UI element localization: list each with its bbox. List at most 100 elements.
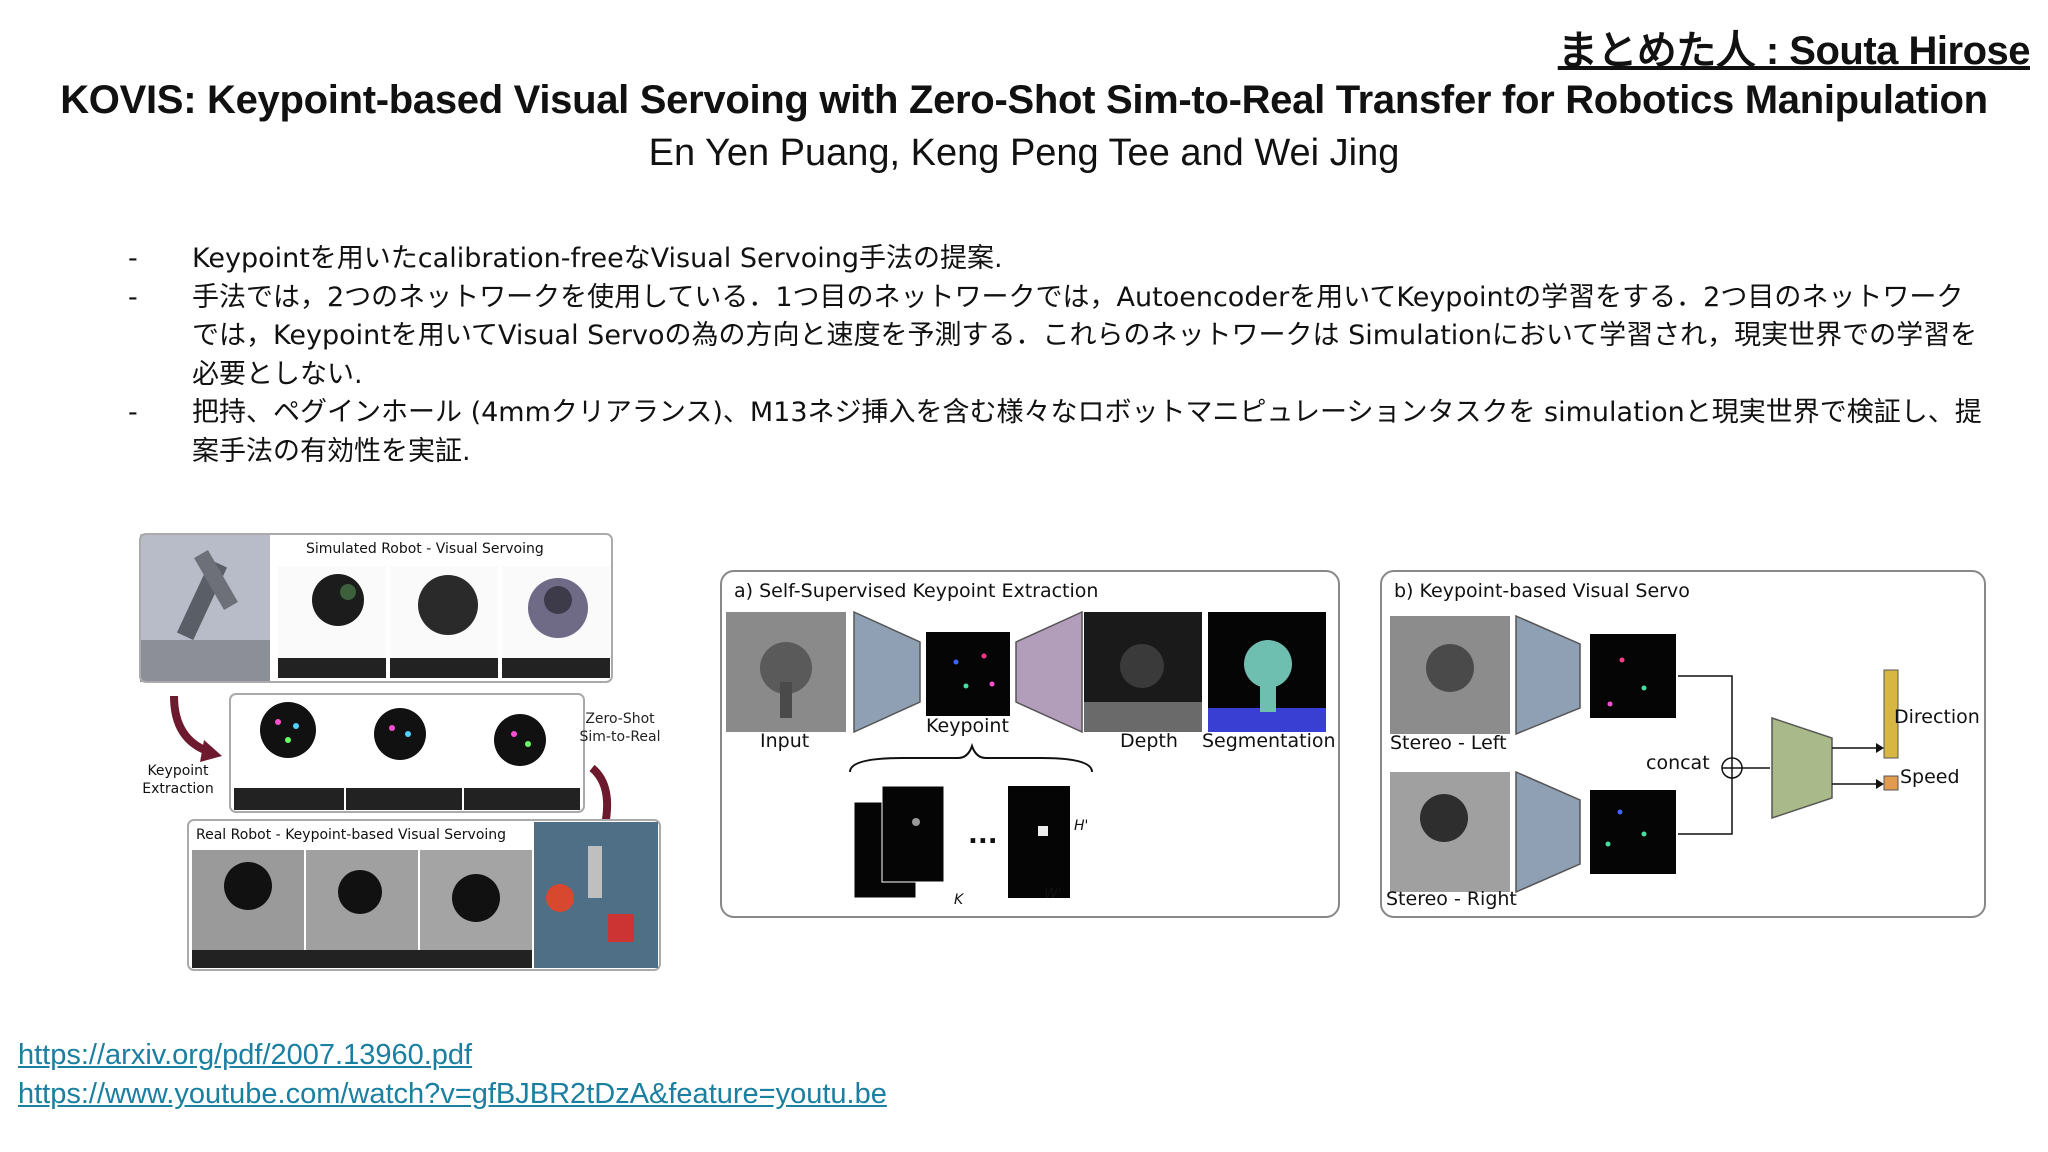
keypoint-extraction-label: Keypoint Extraction: [142, 762, 214, 798]
direction-output-bar: [1883, 669, 1899, 759]
keypoint-frame-1-ground: [234, 788, 344, 810]
keypoint-dot: [1641, 685, 1647, 691]
keypoint-dot: [389, 725, 395, 731]
right-concat-line: [1678, 776, 1733, 835]
heatmap-k: [1008, 786, 1070, 898]
keypoint-dot: [1619, 657, 1625, 663]
heatmap-w-label: W': [1044, 886, 1062, 902]
keypoint-dot: [293, 723, 299, 729]
depth-label: Depth: [1120, 730, 1178, 752]
direction-label: Direction: [1894, 706, 1980, 728]
segmentation-label: Segmentation: [1202, 730, 1336, 752]
stereo-left-label: Stereo - Left: [1390, 732, 1507, 754]
left-encoder-block: [1515, 614, 1581, 736]
sim-frames: [278, 566, 610, 678]
heatmap-h-label: H': [1074, 818, 1089, 834]
segmentation-object: [1244, 640, 1292, 688]
sim-robot-arm-upper: [194, 550, 238, 610]
right-encoder-block: [1515, 770, 1581, 894]
decoder-block: [1015, 610, 1083, 734]
keypoint-dot: [275, 719, 281, 725]
keypoint-frame-3-ground: [464, 788, 580, 810]
speed-arrowhead: [1876, 779, 1884, 789]
bullet-dash: -: [128, 281, 138, 313]
keypoint-frames: [234, 702, 580, 810]
sim-title-bg: [274, 538, 610, 564]
paper-authors: En Yen Puang, Keng Peng Tee and Wei Jing: [648, 132, 1400, 174]
keypoint-dot: [1605, 841, 1611, 847]
real-frames-ground: [192, 950, 532, 968]
real-robot-arm: [588, 846, 602, 898]
keypoint-dot: [953, 659, 959, 665]
reference-links: https://arxiv.org/pdf/2007.13960.pdf htt…: [18, 1036, 887, 1114]
input-object-stem: [780, 682, 792, 718]
real-robot-object: [546, 884, 574, 912]
zero-shot-text: Zero-Shot Sim-to-Real: [579, 711, 661, 745]
youtube-link[interactable]: https://www.youtube.com/watch?v=gfBJBR2t…: [18, 1078, 887, 1110]
overview-figure: Simulated Robot - Visual Servoing Keypoi…: [138, 530, 678, 975]
sim-ball-2: [418, 575, 478, 635]
encoder-block: [853, 610, 921, 734]
sim-ball-3-center: [544, 586, 572, 614]
sim-ball-highlight-1: [340, 584, 356, 600]
keypoint-dot: [1617, 809, 1623, 815]
keypoint-dot: [1641, 831, 1647, 837]
sim-robot-floor: [140, 640, 270, 682]
sim-panel-frame: [139, 533, 613, 683]
bullet-dash: -: [128, 397, 138, 428]
stereo-right-object: [1420, 794, 1468, 842]
bullet-item: - 把持、ペグインホール (4mmクリアランス)、M13ネジ挿入を含む様々なロボッ…: [128, 394, 1988, 471]
speed-output-box: [1883, 775, 1899, 791]
keypoint-dot: [511, 731, 517, 737]
real-frames: [192, 822, 658, 968]
keypoint-label: Keypoint: [926, 715, 1009, 737]
stereo-left-object: [1426, 644, 1474, 692]
zero-shot-label: Zero-Shot Sim-to-Real: [570, 710, 670, 746]
real-ball-3: [452, 874, 500, 922]
direction-arrowhead: [1876, 743, 1884, 753]
figure-b-title: b) Keypoint-based Visual Servo: [1394, 580, 1690, 602]
input-label: Input: [760, 730, 810, 752]
real-ball-2: [338, 870, 382, 914]
keypoint-dot: [285, 737, 291, 743]
depth-ground: [1084, 702, 1202, 732]
keypoint-dot: [405, 731, 411, 737]
real-ball-1: [224, 862, 272, 910]
stereo-right-label: Stereo - Right: [1386, 888, 1517, 910]
bullet-text: Keypointを用いたcalibration-freeなVisual Serv…: [192, 243, 1003, 274]
bullet-dash: -: [128, 243, 138, 274]
bullet-text: 把持、ペグインホール (4mmクリアランス)、M13ネジ挿入を含む様々なロボット…: [192, 397, 1982, 467]
keypoint-ball-1: [260, 702, 316, 758]
sim-frame-2-ground: [390, 658, 498, 678]
depth-object: [1120, 644, 1164, 688]
heatmap-spot-k: [1038, 826, 1048, 836]
input-object: [760, 642, 812, 694]
keypoint-brace: [849, 742, 1093, 773]
keypoint-ball-3: [494, 714, 546, 766]
figure-a-title: a) Self-Supervised Keypoint Extraction: [734, 580, 1099, 602]
sim-ball-1: [312, 574, 364, 626]
segmentation-object-stem: [1260, 680, 1276, 712]
keypoint-dot: [981, 653, 987, 659]
arxiv-link[interactable]: https://arxiv.org/pdf/2007.13960.pdf: [18, 1039, 473, 1071]
bullet-item: - Keypointを用いたcalibration-freeなVisual Ser…: [128, 240, 1988, 279]
figure-a-panel: a) Self-Supervised Keypoint Extraction I…: [720, 570, 1340, 918]
heatmap-2: [881, 785, 945, 883]
overview-figure-graphic: [139, 533, 661, 971]
keypoint-dot: [963, 683, 969, 689]
summary-bullets: - Keypointを用いたcalibration-freeなVisual Ser…: [128, 240, 1988, 471]
concat-label: concat: [1646, 752, 1710, 774]
keypoint-ball-2: [374, 708, 426, 760]
figure-b-panel: b) Keypoint-based Visual Servo Stereo - …: [1380, 570, 1986, 918]
figure-b-graphic: [1390, 614, 1899, 894]
sim-title: Simulated Robot - Visual Servoing: [306, 541, 544, 557]
bullet-text: 手法では，2つのネットワークを使用している．1つ目のネットワークでは，Autoe…: [192, 281, 1978, 390]
paper-title: KOVIS: Keypoint-based Visual Servoing wi…: [60, 78, 1988, 122]
real-robot-cup: [608, 914, 634, 942]
sim-frame-1-ground: [278, 658, 386, 678]
figure-a-graphic: [726, 610, 1326, 899]
heatmap-spot-2: [912, 818, 920, 826]
left-concat-line: [1678, 675, 1733, 760]
heatmap-dots: ...: [968, 820, 998, 850]
bullet-item: - 手法では，2つのネットワークを使用している．1つ目のネットワークでは，Auto…: [128, 279, 1988, 395]
